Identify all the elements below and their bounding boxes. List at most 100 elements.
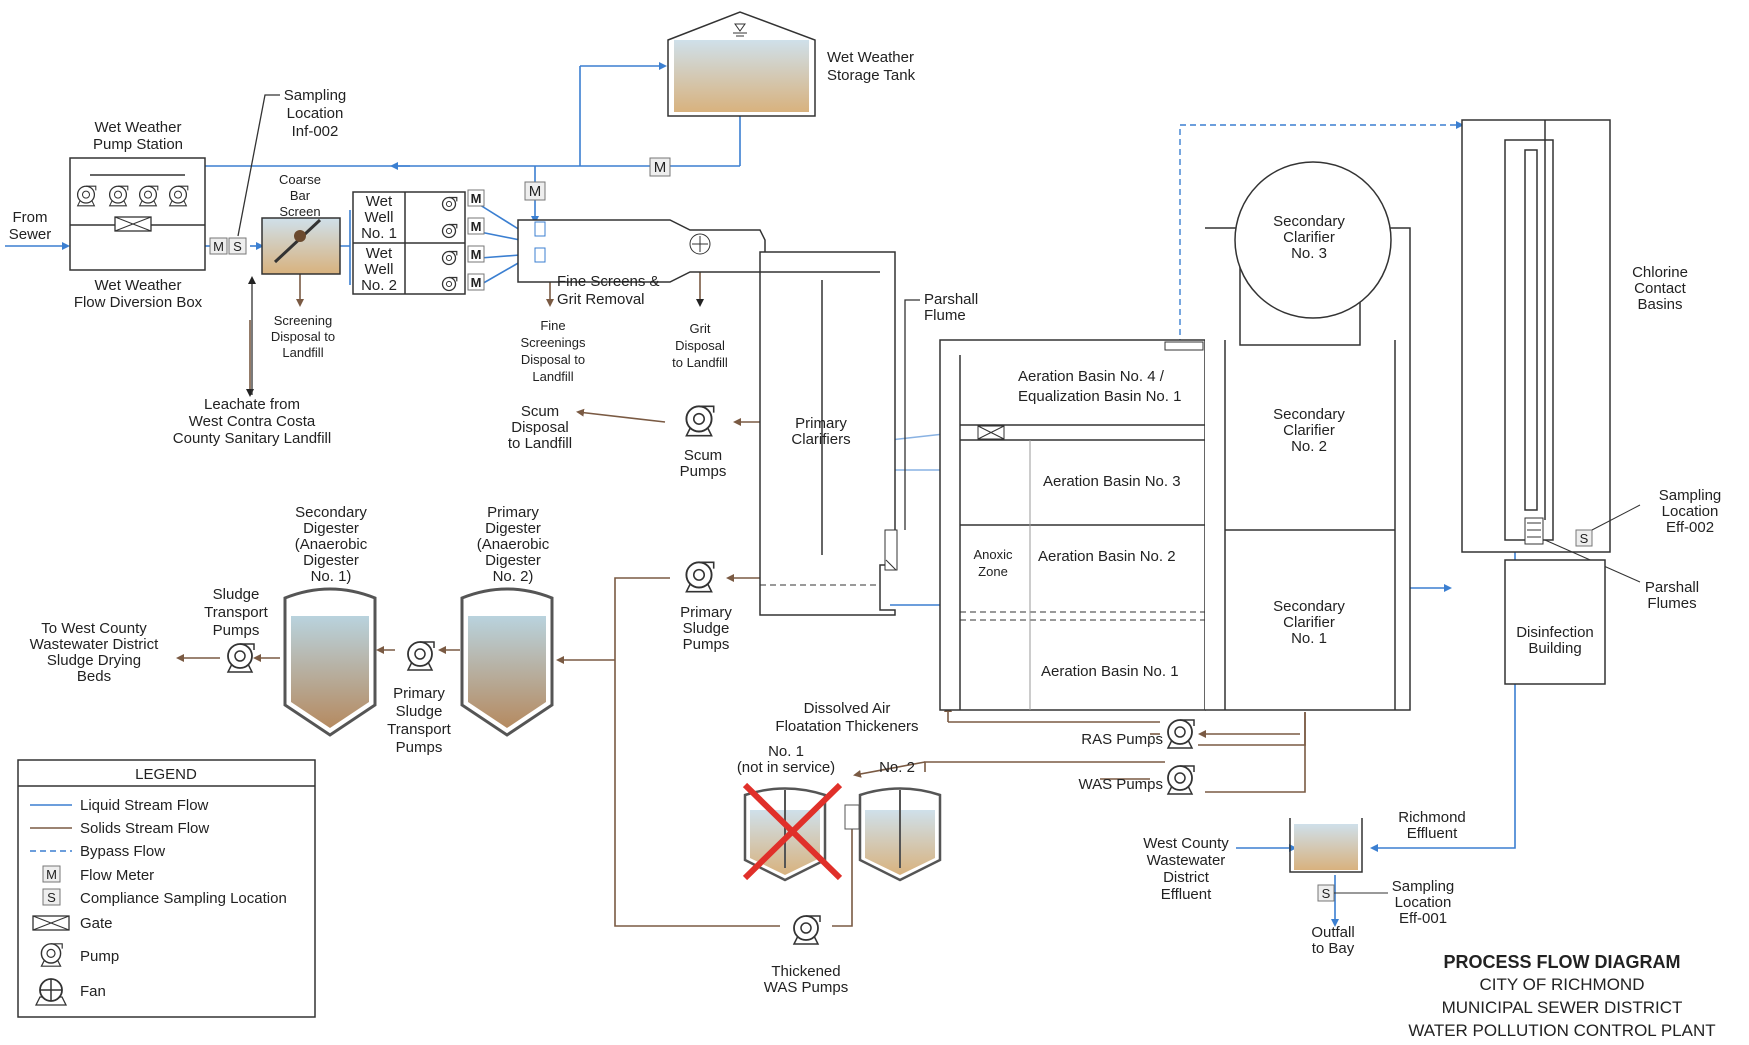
ras-pump <box>1167 719 1195 749</box>
wet-weather-pump-station <box>69 157 206 271</box>
legend-item-label: Pump <box>80 948 119 965</box>
legend-title: LEGEND <box>135 766 197 783</box>
svg-text:M: M <box>471 191 482 206</box>
legend-item-label: Compliance Sampling Location <box>80 890 287 907</box>
primary-clarifiers <box>759 251 898 616</box>
disinfection-building <box>1504 559 1606 685</box>
aeration-basins <box>939 339 1206 711</box>
legend-item-label: Solids Stream Flow <box>80 820 209 837</box>
coarse-bar-screen <box>261 217 341 275</box>
gate-icon <box>32 915 70 931</box>
label-aeration-1: Aeration Basin No. 1 <box>1041 663 1179 680</box>
fine-screens-grit-channel <box>517 219 766 283</box>
svg-text:M: M <box>471 219 482 234</box>
fan-icon <box>34 978 68 1006</box>
title-block: PROCESS FLOW DIAGRAM CITY OF RICHMOND MU… <box>1408 952 1715 1040</box>
sampling-icon: S <box>1317 884 1335 902</box>
solids-stream-lines <box>176 262 1306 927</box>
primary-sludge-pump <box>685 561 715 593</box>
legend-item-label: Liquid Stream Flow <box>80 797 209 814</box>
wet-wells: M M M M <box>352 189 485 295</box>
svg-text:S: S <box>47 890 56 905</box>
legend-item-label: Gate <box>80 915 113 932</box>
svg-text:S: S <box>1322 886 1331 901</box>
sampling-icon: S <box>228 237 247 255</box>
label-aeration-2: Aeration Basin No. 2 <box>1038 548 1176 565</box>
legend: LEGEND Liquid Stream Flow Solids Stream … <box>17 759 316 1018</box>
title-line-3: WATER POLLUTION CONTROL PLANT <box>1408 1021 1715 1040</box>
primary-sludge-transport-pump <box>407 641 435 671</box>
legend-item-label: Flow Meter <box>80 867 154 884</box>
svg-text:M: M <box>213 239 224 254</box>
label-aeration-3: Aeration Basin No. 3 <box>1043 473 1181 490</box>
svg-text:M: M <box>471 275 482 290</box>
sampling-icon: S <box>42 888 61 906</box>
label-daf-no2: No. 2 <box>879 759 915 776</box>
sludge-transport-pump <box>227 643 255 673</box>
svg-text:M: M <box>46 867 57 882</box>
flow-meter-icon: M <box>524 181 546 201</box>
leader-lines <box>237 94 920 530</box>
primary-digester <box>460 587 554 737</box>
effluent-tank: S <box>1289 818 1388 902</box>
label-aeration-4: Aeration Basin No. 4 /Equalization Basin… <box>1018 368 1181 405</box>
scum-pump <box>685 405 715 437</box>
diagram-title: PROCESS FLOW DIAGRAM <box>1444 952 1681 972</box>
sampling-icon: S <box>1575 529 1593 547</box>
legend-item-label: Bypass Flow <box>80 843 165 860</box>
wet-weather-storage-tank <box>667 11 816 117</box>
svg-text:M: M <box>529 183 542 200</box>
secondary-digester <box>283 587 377 737</box>
title-line-1: CITY OF RICHMOND <box>1480 975 1645 994</box>
flow-meter-icon: M <box>42 865 61 883</box>
pump-icon <box>40 943 63 967</box>
secondary-clarifiers <box>1205 161 1411 711</box>
flow-meter-icon: M <box>209 237 228 255</box>
chlorine-contact-basins: S <box>1461 119 1641 583</box>
daf-thickener-1 <box>742 782 843 882</box>
svg-text:M: M <box>654 159 667 176</box>
gate-icon <box>114 216 152 232</box>
flow-meter-icon: M <box>649 157 671 177</box>
daf-thickener-2 <box>844 787 942 882</box>
flow-meter-icon: M M M M <box>467 189 485 291</box>
thickened-was-pump <box>793 915 821 945</box>
legend-item-label: Fan <box>80 983 106 1000</box>
title-line-2: MUNICIPAL SEWER DISTRICT <box>1442 998 1683 1017</box>
